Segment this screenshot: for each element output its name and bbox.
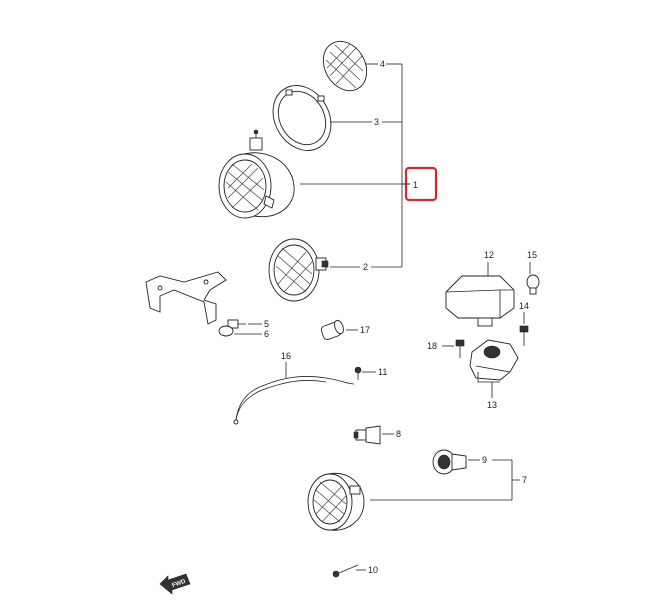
- part-5-bolt[interactable]: [227, 319, 246, 329]
- callout-14[interactable]: 14: [519, 301, 529, 311]
- direction-label: FWD: [172, 579, 188, 590]
- callout-9[interactable]: 9: [482, 455, 487, 465]
- part-17-bushing[interactable]: [320, 319, 345, 341]
- callout-4[interactable]: 4: [380, 59, 385, 69]
- part-14-screw[interactable]: [519, 325, 529, 346]
- part-15-small-bulb[interactable]: [526, 274, 540, 295]
- part-10-long-bolt[interactable]: [332, 564, 359, 578]
- part-18-bolt[interactable]: [455, 339, 465, 358]
- callout-16[interactable]: 16: [281, 351, 291, 361]
- callout-6[interactable]: 6: [264, 329, 269, 339]
- callout-1[interactable]: 1: [413, 180, 418, 190]
- callout-8[interactable]: 8: [396, 429, 401, 439]
- callout-12[interactable]: 12: [484, 250, 494, 260]
- callout-5[interactable]: 5: [264, 319, 269, 329]
- arrow-left-icon: [159, 573, 191, 595]
- callout-3[interactable]: 3: [374, 117, 379, 127]
- part-4-lens[interactable]: [315, 33, 376, 98]
- direction-marker: FWD: [159, 573, 191, 595]
- part-2-sealed-beam[interactable]: [268, 238, 329, 302]
- callout-7[interactable]: 7: [522, 475, 527, 485]
- selected-callout-highlight: [404, 166, 438, 202]
- part-1-headlamp-housing[interactable]: [218, 129, 295, 219]
- part-6-nut[interactable]: [218, 325, 234, 337]
- part-8-bulb[interactable]: [353, 425, 381, 445]
- part-12-lamp-housing[interactable]: [445, 275, 515, 327]
- part-3-rim[interactable]: [262, 75, 343, 161]
- part-headlamp-bracket[interactable]: [145, 271, 227, 325]
- callout-17[interactable]: 17: [360, 325, 370, 335]
- callout-15[interactable]: 15: [527, 250, 537, 260]
- callout-2[interactable]: 2: [363, 262, 368, 272]
- callout-18[interactable]: 18: [427, 341, 437, 351]
- callout-bracket-1-4: [371, 63, 410, 268]
- callout-11[interactable]: 11: [378, 367, 387, 377]
- callout-13[interactable]: 13: [487, 400, 497, 410]
- part-11-clip[interactable]: [354, 366, 362, 380]
- part-16-wire-harness[interactable]: [233, 376, 355, 425]
- callout-bracket-7-9: [492, 459, 520, 500]
- part-9-socket[interactable]: [432, 449, 467, 475]
- part-13-mount-bracket[interactable]: [469, 339, 519, 383]
- callout-10[interactable]: 10: [368, 565, 378, 575]
- part-7-fog-lamp-assembly[interactable]: [307, 472, 365, 531]
